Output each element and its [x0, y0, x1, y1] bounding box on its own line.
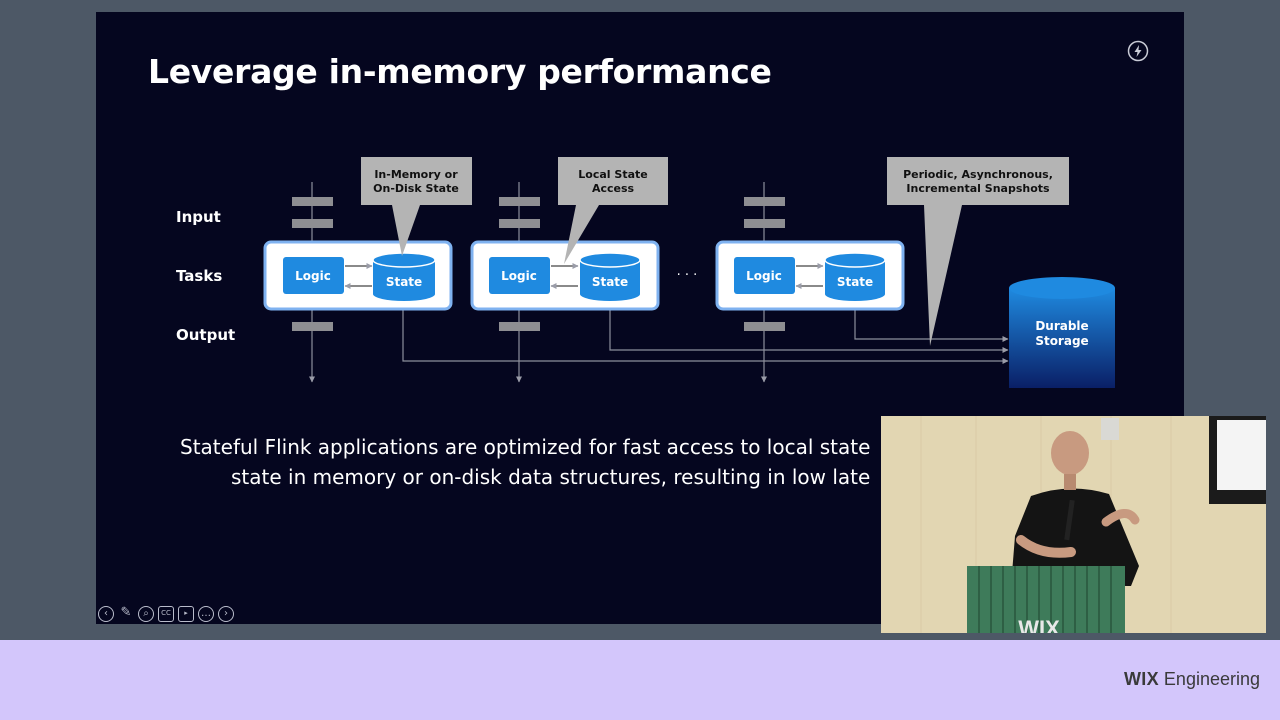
callout-snapshots: Periodic, Asynchronous, Incremental Snap…: [887, 157, 1069, 346]
slide-body-text: Stateful Flink applications are optimize…: [180, 432, 1180, 492]
brand-rest: Engineering: [1158, 669, 1260, 689]
callout-local-state-line1: Local State: [578, 168, 647, 181]
state-label-2: State: [592, 275, 628, 289]
presentation-slide: Leverage in-memory performance Input Tas…: [96, 12, 1184, 624]
body-line-2: state in memory or on-disk data structur…: [231, 465, 871, 489]
presenter-controls: ‹ ✎ ⌕ CC ▸ … ›: [96, 604, 234, 624]
speaker-video: WIX: [881, 416, 1266, 633]
speaker-video-frame: WIX: [881, 416, 1266, 633]
row-label-output: Output: [176, 326, 235, 344]
more-icon[interactable]: …: [198, 606, 214, 622]
ellipsis: · · ·: [677, 268, 698, 283]
row-label-tasks: Tasks: [176, 267, 222, 285]
body-line-1: Stateful Flink applications are optimize…: [180, 435, 871, 459]
captions-icon[interactable]: CC: [158, 606, 174, 622]
durable-storage-line1: Durable: [1035, 319, 1088, 333]
slide-title: Leverage in-memory performance: [148, 52, 772, 91]
state-label-1: State: [386, 275, 422, 289]
logic-label-2: Logic: [501, 269, 537, 283]
logic-label-1: Logic: [295, 269, 331, 283]
callout-in-memory-line2: On-Disk State: [373, 182, 459, 195]
row-label-input: Input: [176, 208, 221, 226]
durable-storage-line2: Storage: [1035, 334, 1088, 348]
task-box-3: Logic State: [715, 240, 905, 311]
zoom-icon[interactable]: ⌕: [138, 606, 154, 622]
next-icon[interactable]: ›: [218, 606, 234, 622]
task-box-2: Logic State: [470, 240, 660, 311]
callout-local-state-line2: Access: [592, 182, 635, 195]
durable-storage: Durable Storage: [1009, 277, 1115, 388]
lightning-icon: [1127, 40, 1149, 62]
brand-bold: WIX: [1124, 669, 1159, 689]
callout-snapshots-line1: Periodic, Asynchronous,: [903, 168, 1053, 181]
flink-architecture-diagram: Input Tasks Output: [176, 157, 1115, 388]
camera-icon[interactable]: ▸: [178, 606, 194, 622]
callout-local-state: Local State Access: [558, 157, 668, 264]
logic-label-3: Logic: [746, 269, 782, 283]
snapshot-lines: [402, 310, 1009, 364]
podium-logo: WIX: [1018, 616, 1060, 633]
footer-bar: WIX Engineering: [0, 640, 1280, 720]
pen-icon[interactable]: ✎: [120, 605, 132, 620]
callout-in-memory-line1: In-Memory or: [374, 168, 458, 181]
previous-icon[interactable]: ‹: [98, 606, 114, 622]
brand-logo: WIX Engineering: [1124, 669, 1260, 690]
callout-in-memory: In-Memory or On-Disk State: [361, 157, 472, 256]
task-box-1: Logic State: [263, 240, 453, 311]
callout-snapshots-line2: Incremental Snapshots: [906, 182, 1050, 195]
state-label-3: State: [837, 275, 873, 289]
podium: WIX: [967, 566, 1125, 633]
speaker-figure: [1011, 431, 1140, 586]
